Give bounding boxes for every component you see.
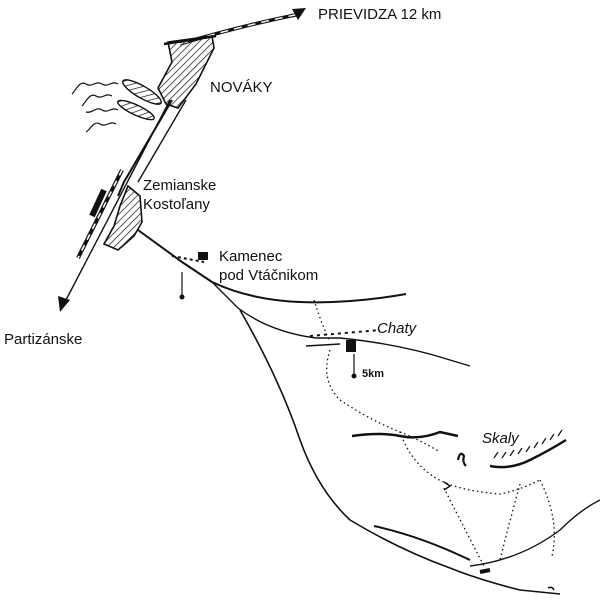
- kamenec-village: [171, 252, 208, 300]
- label-chaty: Chaty: [377, 320, 417, 337]
- chaty-cottages: [305, 329, 381, 379]
- valley-road: [239, 309, 600, 595]
- partizanske-arrow-icon: [58, 296, 70, 312]
- zemianske-kostolany-town-area: [102, 184, 143, 251]
- ridge-lines: [351, 429, 567, 561]
- quarry-pits: [71, 79, 162, 133]
- road-to-kamenec: [137, 229, 471, 367]
- label-novaky: NOVÁKY: [210, 79, 273, 96]
- label-skaly: Skaly: [482, 430, 519, 447]
- prievidza-arrow-icon: [292, 8, 306, 20]
- railway-to-partizanske: [65, 99, 171, 301]
- label-zemianske-line1: Zemianske: [143, 177, 217, 194]
- label-prievidza: PRIEVIDZA 12 km: [318, 6, 442, 23]
- label-kamenec-line1: Kamenec: [219, 248, 283, 265]
- label-kamenec-line2: pod Vtáčnikom: [219, 267, 319, 284]
- label-distance-5km: 5km: [362, 368, 385, 380]
- hiking-trails: [313, 299, 555, 567]
- label-partizanske: Partizánske: [4, 331, 83, 348]
- novaky-town-area: [157, 35, 215, 109]
- label-zemianske-line2: Kostoľany: [143, 196, 210, 213]
- peak-markers: [443, 452, 555, 591]
- novaky-station-bar: [163, 34, 217, 46]
